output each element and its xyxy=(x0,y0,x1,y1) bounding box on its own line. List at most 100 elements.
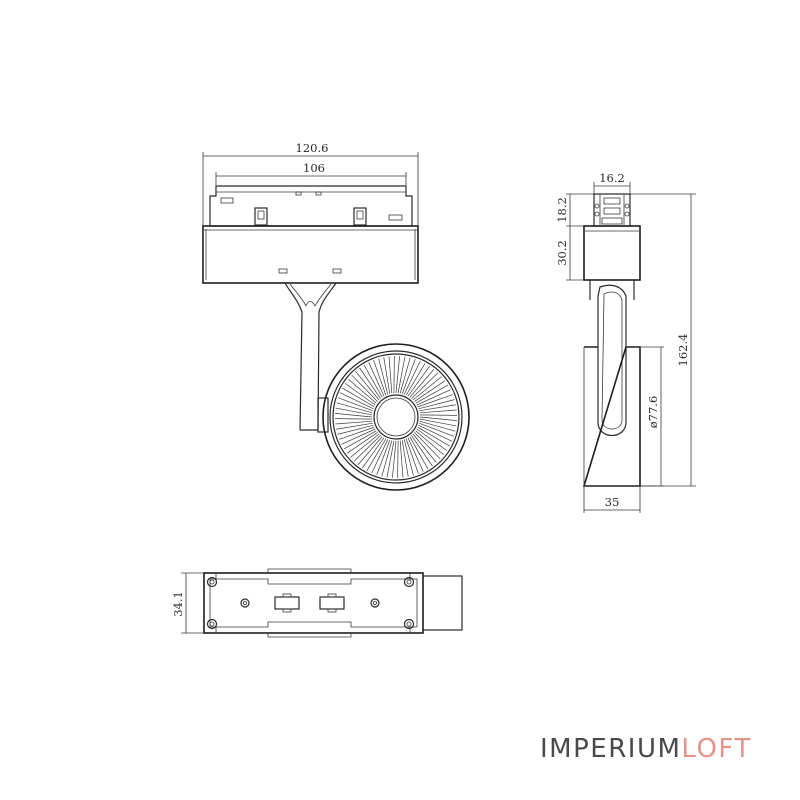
reflector-rib xyxy=(342,387,375,408)
reflector-rib xyxy=(376,440,391,475)
reflector-rib xyxy=(395,356,401,394)
reflector-rib xyxy=(353,435,381,462)
dim-width-total: 120.6 xyxy=(202,141,419,226)
bottom-view: 34.1 xyxy=(171,568,463,638)
dim-label-body-height: 30.2 xyxy=(555,240,569,266)
reflector-rib xyxy=(415,384,449,404)
reflector-rib xyxy=(336,422,373,430)
reflector-rib xyxy=(347,378,377,404)
reflector-rib xyxy=(403,439,414,476)
dim-width-inner: 106 xyxy=(215,161,407,185)
reflector-rib xyxy=(373,360,387,396)
lamp-head xyxy=(322,343,470,491)
reflector-rib xyxy=(371,439,389,474)
reflector-rib xyxy=(419,422,454,437)
reflector-rib xyxy=(391,440,397,478)
dim-bottom-height: 34.1 xyxy=(171,572,204,634)
reflector-rib xyxy=(338,397,373,412)
reflector-rib xyxy=(405,438,419,474)
side-stem xyxy=(589,280,635,437)
reflector-rib xyxy=(419,409,457,414)
reflector-rib xyxy=(350,433,380,458)
dim-label-width-total: 120.6 xyxy=(296,141,329,155)
dim-diameter: ø77.6 xyxy=(640,346,664,487)
reflector-rib xyxy=(401,359,416,394)
dim-label-adapter-width: 16.2 xyxy=(599,171,625,185)
reflector-rib xyxy=(399,440,404,478)
reflector-rib xyxy=(415,430,445,456)
reflector-rib xyxy=(397,356,406,394)
reflector-rib xyxy=(335,412,373,418)
dim-total-height: 162.4 xyxy=(630,193,696,487)
dim-label-bottom-height: 34.1 xyxy=(171,591,185,617)
reflector-rib xyxy=(366,438,387,471)
reflector-rib xyxy=(339,426,375,440)
reflector-rib xyxy=(383,357,391,394)
bottom-screws xyxy=(206,576,415,630)
stem-arm xyxy=(284,282,337,433)
reflector-rib xyxy=(412,376,442,401)
reflector-rib xyxy=(403,360,421,395)
driver-housing xyxy=(202,225,419,284)
front-view: 120.6 106 xyxy=(202,141,470,491)
reflector-rib xyxy=(339,392,374,410)
reflector-rib xyxy=(407,365,430,397)
reflector-rib xyxy=(417,394,453,408)
reflector-rib xyxy=(346,432,378,454)
reflector-rib xyxy=(419,404,456,412)
reflector-rib xyxy=(411,372,439,399)
reflector-rib xyxy=(359,367,381,399)
side-adapter xyxy=(593,193,631,227)
reflector-rib xyxy=(386,440,395,478)
brand-logo-part1: IMPERIUM xyxy=(540,734,682,764)
reflector-rib xyxy=(341,428,376,445)
reflector-rib xyxy=(412,433,437,463)
dim-body-height: 30.2 xyxy=(555,226,584,281)
reflector-rib xyxy=(418,424,453,442)
dim-label-total-height: 162.4 xyxy=(676,334,690,367)
reflector-rib xyxy=(336,402,373,414)
reflector-rib xyxy=(343,430,377,450)
brand-logo: IMPERIUMLOFT xyxy=(540,734,752,764)
reflector-rib xyxy=(416,428,448,451)
dim-adapter-height: 18.2 xyxy=(555,193,594,227)
brand-logo-part2: LOFT xyxy=(681,734,752,764)
reflector-rib xyxy=(416,389,451,406)
reflector-rib xyxy=(368,362,385,397)
side-housing xyxy=(583,225,641,281)
reflector-rib xyxy=(363,364,383,398)
dim-label-depth: 35 xyxy=(605,495,620,509)
reflector-rib xyxy=(337,424,374,435)
bottom-latches xyxy=(274,593,345,613)
dim-depth: 35 xyxy=(583,486,641,513)
side-view: 16.2 162.4 18.2 30.2 xyxy=(555,171,696,513)
reflector-rib xyxy=(388,356,393,394)
dim-label-diameter: ø77.6 xyxy=(646,396,660,429)
reflector-rib xyxy=(407,437,424,472)
reflector-rib xyxy=(411,435,433,467)
reflector-rib xyxy=(335,407,373,416)
reflector-rib xyxy=(414,380,446,402)
reflector-rib xyxy=(405,363,426,396)
reflector-rib xyxy=(351,374,378,402)
reflector-rib xyxy=(355,371,380,401)
dim-label-width-inner: 106 xyxy=(303,161,325,175)
reflector-rib xyxy=(419,416,457,422)
reflector-rib xyxy=(418,399,455,410)
reflector-rib xyxy=(381,440,393,477)
side-lamp-body xyxy=(582,346,641,487)
dim-adapter-width: 16.2 xyxy=(593,171,631,196)
reflector-rib xyxy=(357,436,383,466)
reflector-rib xyxy=(414,432,441,460)
reflector-rib xyxy=(362,437,385,469)
track-adapter xyxy=(209,185,413,227)
lamp-reflector-ribs xyxy=(335,356,457,478)
reflector-rib xyxy=(419,420,456,432)
reflector-rib xyxy=(409,368,435,398)
reflector-rib xyxy=(344,383,376,406)
dim-label-adapter-height: 18.2 xyxy=(555,197,569,223)
reflector-rib xyxy=(399,357,411,394)
reflector-rib xyxy=(401,440,409,477)
reflector-rib xyxy=(417,426,450,447)
